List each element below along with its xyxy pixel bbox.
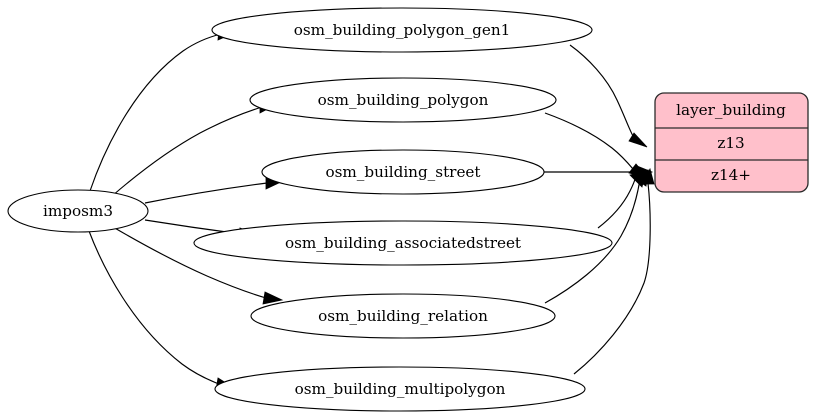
edge-imposm3-to-osm_building_polygon <box>111 100 279 197</box>
node-osm_building_associatedstreet-label: osm_building_associatedstreet <box>285 234 521 252</box>
node-osm_building_relation[interactable]: osm_building_relation <box>250 293 556 339</box>
node-imposm3[interactable]: imposm3 <box>7 189 149 233</box>
edge-group-tables-to-layer <box>544 44 655 375</box>
node-osm_building_associatedstreet-ellipse[interactable] <box>193 220 613 266</box>
node-osm_building_street[interactable]: osm_building_street <box>261 149 545 195</box>
node-osm_building_polygon_gen1-ellipse[interactable] <box>211 7 593 53</box>
node-osm_building_multipolygon[interactable]: osm_building_multipolygon <box>214 366 586 412</box>
layer-building-name-label: layer_building <box>676 101 786 119</box>
node-osm_building_polygon-label: osm_building_polygon <box>318 91 489 109</box>
node-osm_building_polygon[interactable]: osm_building_polygon <box>249 77 557 123</box>
node-osm_building_street-label: osm_building_street <box>325 163 480 181</box>
node-osm_building_street-ellipse[interactable] <box>261 149 545 195</box>
edge-imposm3-to-osm_building_street <box>144 176 285 204</box>
node-osm_building_relation-label: osm_building_relation <box>318 307 488 325</box>
edge-osm_building_multipolygon-to-layer_building-z14plus <box>573 167 655 375</box>
edge-osm_building_polygon_gen1-to-layer_building-z13 <box>569 44 648 148</box>
node-imposm3-ellipse[interactable] <box>7 189 149 233</box>
node-osm_building_associatedstreet[interactable]: osm_building_associatedstreet <box>193 220 613 266</box>
node-imposm3-label: imposm3 <box>43 202 113 220</box>
edge-osm_building_polygon-to-layer_building-z14plus <box>544 112 649 178</box>
node-osm_building_multipolygon-label: osm_building_multipolygon <box>295 380 506 398</box>
node-osm_building_polygon-ellipse[interactable] <box>249 77 557 123</box>
node-osm_building_relation-ellipse[interactable] <box>250 293 556 339</box>
node-osm_building_polygon_gen1-label: osm_building_polygon_gen1 <box>294 21 511 39</box>
node-layer_building[interactable]: layer_building z13 z14+ <box>654 92 809 193</box>
edge-imposm3-to-osm_building_multipolygon <box>88 230 236 391</box>
node-osm_building_polygon_gen1[interactable]: osm_building_polygon_gen1 <box>211 7 593 53</box>
layer-building-z13-label[interactable]: z13 <box>717 134 744 152</box>
node-osm_building_multipolygon-ellipse[interactable] <box>214 366 586 412</box>
edge-imposm3-to-osm_building_relation <box>112 226 284 305</box>
node-layer_building-box[interactable] <box>654 92 809 193</box>
layer-building-z14plus-label[interactable]: z14+ <box>711 166 751 184</box>
edge-imposm3-to-osm_building_polygon_gen1 <box>89 27 238 192</box>
